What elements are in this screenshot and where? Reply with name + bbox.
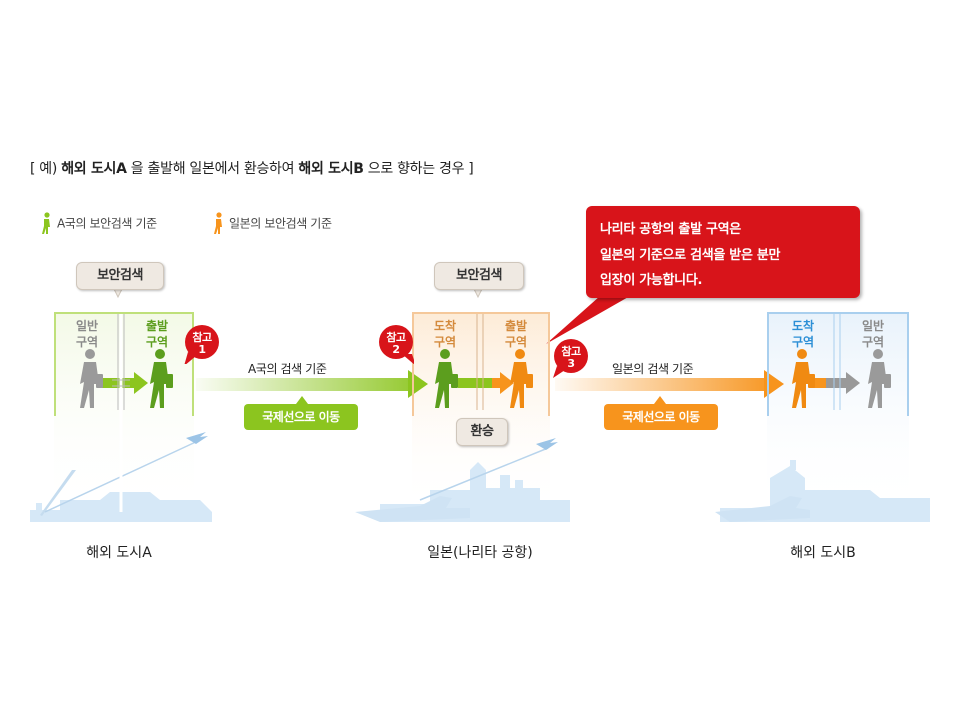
japan-airport-zone [412,312,550,416]
destination-inner-bar-orange [814,378,826,388]
japan-gate-lines [476,312,484,410]
origin-walker-green-icon [150,349,173,408]
callout-line-1: 나리타 공항의 출발 구역은 [600,222,741,237]
japan-walker-orange-icon [510,349,533,408]
second-move-tag: 국제선으로 이동 [604,404,718,430]
callout-tail [546,296,630,344]
callout-line-2: 일본의 기준으로 검색을 받은 분만 [600,248,781,263]
flow-arrow-second [764,370,784,398]
destination-arrival-zone-label: 도착 구역 [786,318,820,350]
first-tag-pointer [296,396,308,404]
origin-walker-gray-icon [80,349,103,408]
japan-walker-green-icon [435,349,458,408]
destination-plane-icon [715,496,810,522]
origin-city-label: 해외 도시A [86,545,152,561]
heading-origin: 해외 도시A [61,161,127,177]
note-pin-3-label: 참고 [561,345,581,358]
heading-middle: 을 출발해 일본에서 환승하여 [126,161,299,177]
heading-suffix: 으로 향하는 경우 ] [363,161,474,177]
heading-destination: 해외 도시B [298,161,364,177]
origin-general-zone-line2: 구역 [75,335,99,349]
origin-general-zone-line1: 일반 [75,319,99,333]
japan-departure-zone-line2: 구역 [504,335,528,349]
japan-arrival-zone-line2: 구역 [433,335,457,349]
second-tag-pointer [654,396,666,404]
transfer-badge: 환승 [456,418,508,446]
narita-departure-callout: 나리타 공항의 출발 구역은 일본의 기준으로 검색을 받은 분만 입장이 가능… [586,206,860,298]
japan-inner-arrow [500,372,514,394]
note-pin-1-label: 참고 [192,331,212,344]
origin-departure-zone-label: 출발 구역 [140,318,174,350]
japan-arrival-zone-label: 도착 구역 [428,318,462,350]
origin-airport-zone [54,312,194,416]
destination-gate-lines [833,312,841,410]
japan-departure-zone-line1: 출발 [504,319,528,333]
orange-walker-icon [214,212,222,234]
destination-general-zone-line2: 구역 [861,335,885,349]
japan-security-check-box: 보안검색 [434,262,524,290]
note-pin-3-shape [553,339,588,378]
note-pin-2-number: 2 [392,343,400,356]
origin-departure-zone-line2: 구역 [145,335,169,349]
heading-prefix: [ 예) [30,161,62,177]
second-flow-basis-label: 일본의 검색 기준 [612,362,694,376]
destination-inner-bar-gray [826,378,848,388]
japan-plane-icon [355,496,470,522]
japan-sky-plane-icon [536,438,558,450]
japan-inner-bar-green [458,378,492,388]
destination-walker-orange-icon [792,349,815,408]
destination-walker-gray-icon [868,349,891,408]
origin-departure-zone-line1: 출발 [145,319,169,333]
destination-general-zone-line1: 일반 [861,319,885,333]
origin-general-zone-label: 일반 구역 [70,318,104,350]
japan-arrival-zone-line1: 도착 [433,319,457,333]
destination-arrival-zone-line2: 구역 [791,335,815,349]
origin-inner-arrow [134,372,148,394]
destination-inner-arrow [846,372,860,394]
legend-country-a: A국의 보안검색 기준 [38,212,157,236]
note-pin-2-label: 참고 [386,331,406,344]
first-move-tag: 국제선으로 이동 [244,404,358,430]
destination-arrival-zone-line1: 도착 [791,319,815,333]
origin-security-pointer [113,288,123,299]
japan-departure-zone-label: 출발 구역 [499,318,533,350]
japan-security-pointer [473,288,483,299]
origin-gate-lines [112,312,130,410]
note-pin-1-shape [184,325,219,366]
japan-inner-bar-orange [492,378,502,388]
callout-line-3: 입장이 가능합니다. [600,273,703,288]
japan-city-label: 일본(나리타 공항) [427,545,533,561]
japan-flight-path [419,447,549,501]
destination-airport-zone [767,312,909,416]
legend-japan: 일본의 보안검색 기준 [210,212,332,236]
destination-city-label: 해외 도시B [790,545,856,561]
note-pin-3-number: 3 [567,357,575,370]
note-pin-2-shape [379,325,416,366]
origin-security-check-box: 보안검색 [76,262,164,290]
note-pin-1-number: 1 [198,343,206,356]
green-walker-icon [42,212,50,234]
origin-plane-icon [186,432,208,444]
flow-bar-second [555,378,768,391]
flow-bar-first [196,378,410,391]
scenario-heading: [ 예) 해외 도시A 을 출발해 일본에서 환승하여 해외 도시B 으로 향하… [30,158,474,178]
destination-general-zone-label: 일반 구역 [856,318,890,350]
first-flow-basis-label: A국의 검색 기준 [248,362,327,376]
legend-japan-label: 일본의 보안검색 기준 [229,216,332,231]
legend-country-a-label: A국의 보안검색 기준 [57,216,157,231]
